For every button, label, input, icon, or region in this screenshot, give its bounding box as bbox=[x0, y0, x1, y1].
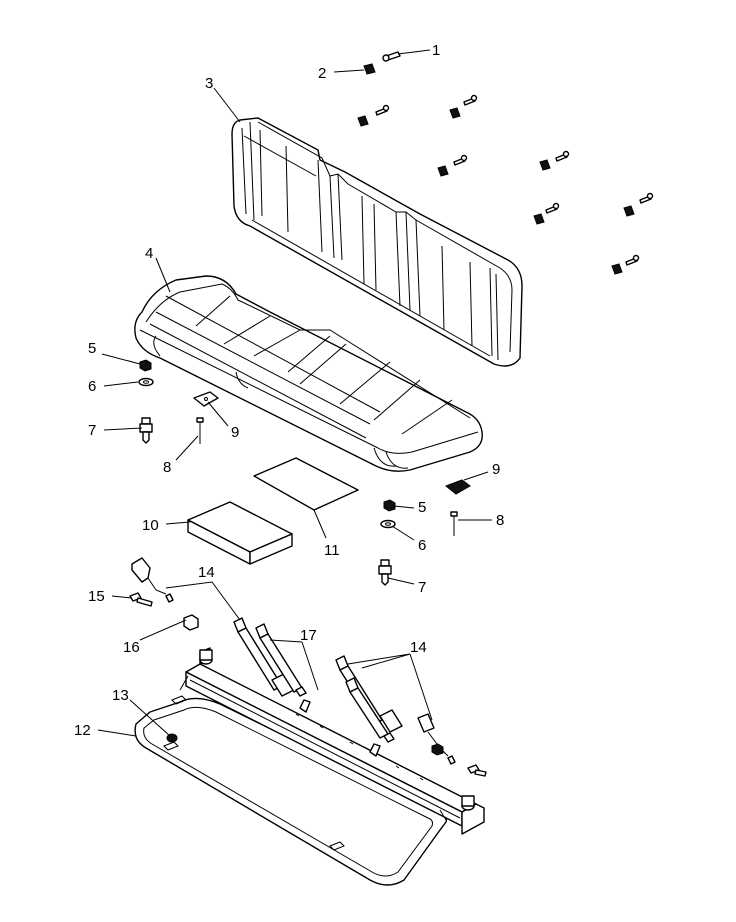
seat-back-screw bbox=[382, 51, 401, 62]
right-hardware bbox=[378, 479, 471, 586]
callout-9: 9 bbox=[231, 424, 239, 441]
washer bbox=[138, 377, 154, 387]
callout-1: 1 bbox=[432, 42, 440, 59]
seat-belt-pair bbox=[233, 617, 307, 697]
spacer bbox=[183, 614, 199, 631]
latch-plate bbox=[193, 391, 219, 407]
callout-9: 9 bbox=[492, 461, 500, 478]
callout-17: 17 bbox=[300, 627, 317, 644]
callout-labels: 1 2 3 4 5 6 7 8 9 9 5 8 6 7 10 11 14 15 … bbox=[74, 42, 504, 739]
label-sheet bbox=[253, 457, 359, 511]
pin bbox=[450, 511, 458, 536]
callout-4: 4 bbox=[145, 245, 153, 262]
seat-bottom bbox=[134, 275, 483, 472]
callout-13: 13 bbox=[112, 687, 129, 704]
stud bbox=[139, 417, 153, 444]
foam-pad bbox=[187, 501, 293, 565]
callout-12: 12 bbox=[74, 722, 91, 739]
callout-14: 14 bbox=[410, 639, 427, 656]
seat-frame bbox=[134, 647, 485, 886]
callout-8: 8 bbox=[496, 512, 504, 529]
callout-7: 7 bbox=[418, 579, 426, 596]
callout-6: 6 bbox=[418, 537, 426, 554]
callout-10: 10 bbox=[142, 517, 159, 534]
pin bbox=[196, 417, 204, 444]
nut bbox=[383, 499, 396, 512]
bolt bbox=[129, 592, 153, 607]
callout-5: 5 bbox=[418, 499, 426, 516]
seat-belt-pair bbox=[335, 655, 403, 743]
fastener-group bbox=[357, 51, 654, 275]
seat-belt-assembly bbox=[131, 557, 174, 603]
callout-15: 15 bbox=[88, 588, 105, 605]
seat-belt-assembly bbox=[417, 713, 487, 777]
nut bbox=[139, 359, 152, 372]
callout-6: 6 bbox=[88, 378, 96, 395]
leader-lines bbox=[97, 49, 492, 737]
callout-2: 2 bbox=[318, 65, 326, 82]
callout-5: 5 bbox=[88, 340, 96, 357]
seat-back bbox=[231, 117, 523, 367]
latch-plate bbox=[445, 479, 471, 495]
left-hardware bbox=[138, 359, 219, 444]
callout-8: 8 bbox=[163, 459, 171, 476]
callout-7: 7 bbox=[88, 422, 96, 439]
callout-16: 16 bbox=[123, 639, 140, 656]
callout-3: 3 bbox=[205, 75, 213, 92]
callout-11: 11 bbox=[324, 542, 340, 559]
stud bbox=[378, 559, 392, 586]
callout-14: 14 bbox=[198, 564, 215, 581]
washer bbox=[380, 519, 396, 529]
seat-back-clip-nut bbox=[363, 63, 376, 75]
